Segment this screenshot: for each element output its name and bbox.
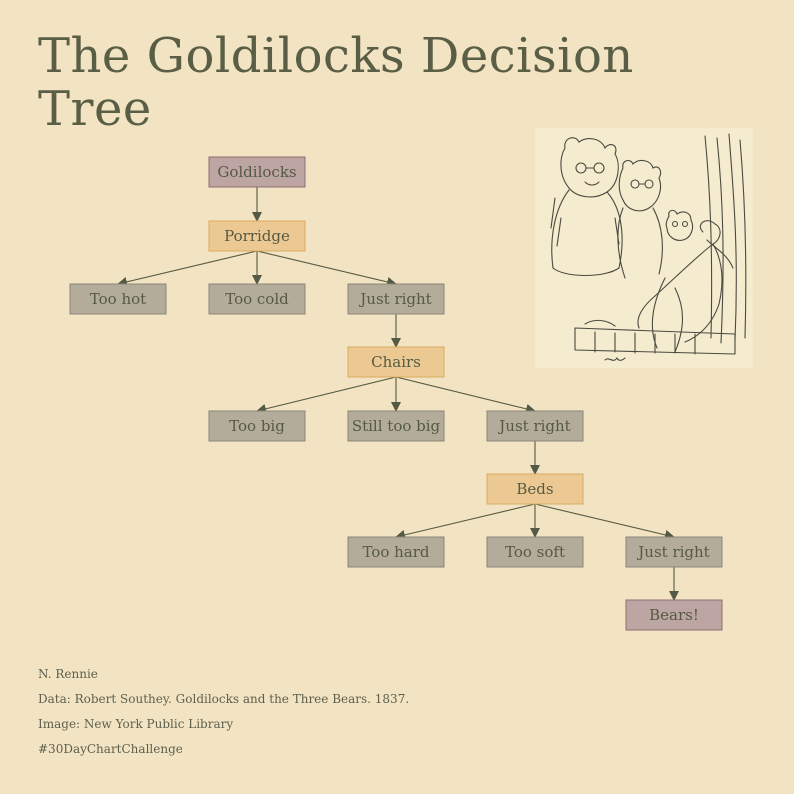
node-box [208,410,306,442]
credit-image-source: Image: New York Public Library [38,717,234,731]
tree-edges [117,187,679,601]
node-chairs-still-big: Still too big [347,410,445,442]
diagram-title: The Goldilocks Decision Tree [38,28,634,137]
node-box [208,156,306,188]
node-label: Just right [358,290,431,308]
node-porridge-hot: Too hot [69,283,167,315]
node-label: Just right [497,417,570,435]
node-box [625,599,723,631]
node-box [347,346,445,378]
node-porridge-right: Just right [347,283,445,315]
three-bears-illustration [535,128,753,368]
bears-engraving-image [550,133,747,361]
node-box [347,283,445,315]
node-label: Chairs [371,353,421,371]
node-beds-right: Just right [625,536,723,568]
node-label: Just right [636,543,709,561]
edge-chairs-to-chairs-big [256,376,397,414]
node-chairs-right: Just right [486,410,584,442]
node-box [347,536,445,568]
node-chairs-big: Too big [208,410,306,442]
edge-beds-to-beds-right [534,503,675,540]
node-label: Too soft [505,543,565,561]
node-box [486,410,584,442]
node-label: Too hot [90,290,146,308]
node-box [486,473,584,505]
credit-author: N. Rennie [38,667,98,681]
node-box [347,410,445,442]
edge-porridge-to-porridge-right [256,250,397,287]
node-porridge: Porridge [208,220,306,252]
edge-porridge-to-porridge-hot [117,250,258,287]
node-box [208,220,306,252]
node-box [625,536,723,568]
node-label: Still too big [352,417,441,435]
node-beds: Beds [486,473,584,505]
node-chairs: Chairs [347,346,445,378]
node-root: Goldilocks [208,156,306,188]
edge-beds-to-beds-hard [395,503,536,540]
node-label: Too hard [362,543,429,561]
node-label: Goldilocks [217,163,296,181]
node-bears: Bears! [625,599,723,631]
node-porridge-cold: Too cold [208,283,306,315]
credits-block: N. Rennie Data: Robert Southey. Goldiloc… [38,664,409,764]
node-beds-hard: Too hard [347,536,445,568]
node-beds-soft: Too soft [486,536,584,568]
node-box [208,283,306,315]
node-label: Porridge [224,227,290,245]
node-box [69,283,167,315]
node-label: Too cold [225,290,289,308]
node-box [486,536,584,568]
node-label: Beds [516,480,553,498]
credit-data-source: Data: Robert Southey. Goldilocks and the… [38,692,410,706]
node-label: Too big [229,417,285,435]
edge-chairs-to-chairs-right [395,376,536,414]
credit-hashtag: #30DayChartChallenge [38,742,183,756]
node-label: Bears! [649,606,699,624]
